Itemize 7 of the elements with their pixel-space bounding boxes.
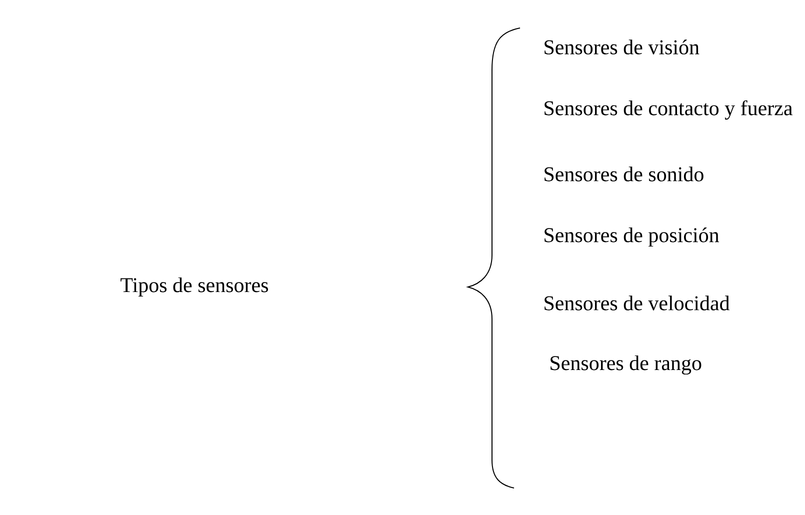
- list-item: Sensores de rango: [550, 355, 702, 375]
- heading: Tipos de sensores: [120, 277, 268, 297]
- list-item: Sensores de sonido: [544, 166, 704, 182]
- list-item: Sensores de contacto y fuerza: [544, 100, 792, 120]
- list-item: Sensores de visión: [544, 40, 700, 54]
- list-item: Sensores de velocidad: [544, 296, 730, 310]
- list-item: Sensores de posición: [544, 227, 720, 247]
